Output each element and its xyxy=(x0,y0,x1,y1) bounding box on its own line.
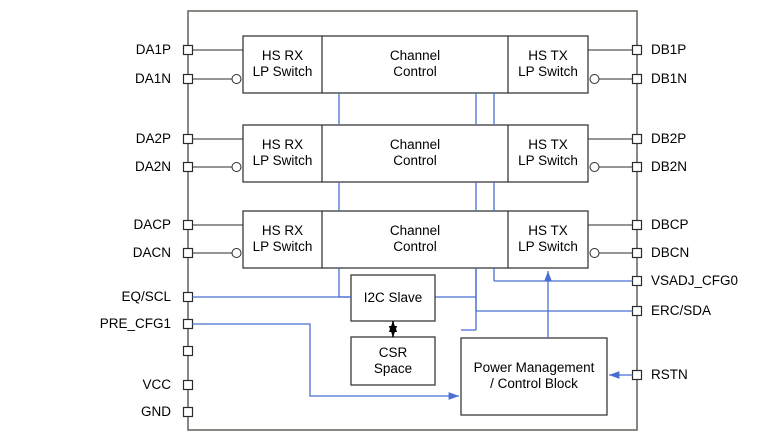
rx-inverting-bubble-2 xyxy=(231,162,242,172)
pin-label-left-DA2P: DA2P xyxy=(135,131,171,146)
pin-label-right-RSTN: RSTN xyxy=(651,367,688,382)
pin-left-DA1P[interactable] xyxy=(182,44,194,56)
channel-clock-ctrl-label-line-2: Control xyxy=(393,239,437,255)
i2c-slave-label: I2C Slave xyxy=(303,290,483,306)
channel-2-block xyxy=(242,124,589,183)
pin-label-left-VCC: VCC xyxy=(142,377,171,392)
channel-clock-rx-label-line-2: LP Switch xyxy=(252,239,313,255)
csr-space-block xyxy=(350,336,436,386)
channel-2-rx-label-line-1: HS RX xyxy=(261,137,304,152)
channel-clock-block xyxy=(242,210,589,269)
i2c-slave-label-line-1: I2C Slave xyxy=(363,289,423,305)
pin-label-right-DB1P: DB1P xyxy=(651,42,687,57)
pin-left-DACP[interactable] xyxy=(182,219,194,231)
power-management-label-line-1: Power Management xyxy=(473,360,595,375)
pin-left-GND[interactable] xyxy=(182,406,194,418)
pin-label-left-DA1N: DA1N xyxy=(134,71,171,86)
channel-clock-tx-label-line-1: HS TX xyxy=(528,223,568,238)
pin-label-right-DBCP: DBCP xyxy=(651,217,689,232)
channel-2-rx-label-line-2: LP Switch xyxy=(252,153,313,169)
channel-clock-tx-label-line-2: LP Switch xyxy=(518,239,578,255)
channel-clock-rx-label-line-1: HS RX xyxy=(261,223,304,238)
pin-label-left-DA1P: DA1P xyxy=(135,42,171,57)
pin-label-right-DB1N: DB1N xyxy=(651,71,688,86)
channel-1-tx-label-line-1: HS TX xyxy=(528,48,568,63)
pin-label-left-PRE_CFG1: PRE_CFG1 xyxy=(99,316,171,331)
csr-space-label-line-1: CSR xyxy=(378,344,408,360)
pin-label-right-DBCN: DBCN xyxy=(651,245,690,260)
channel-1-block xyxy=(242,35,589,94)
pin-label-right-ERC/SDA: ERC/SDA xyxy=(651,303,712,318)
pin-right-ERC/SDA[interactable] xyxy=(631,305,643,317)
channel-2-ctrl-label-line-2: Control xyxy=(393,153,437,169)
pin-label-right-VSADJ_CFG0: VSADJ_CFG0 xyxy=(651,273,739,288)
channel-2-tx-label-line-1: HS TX xyxy=(528,137,568,152)
csr-space-label-line-2: Space xyxy=(373,360,413,376)
channel-2-tx-label-line-2: LP Switch xyxy=(518,153,578,169)
pin-left-nc-8[interactable] xyxy=(182,345,194,357)
channel-1-tx-label-line-2: LP Switch xyxy=(518,64,578,80)
channel-1-rx-label-line-1: HS RX xyxy=(261,48,304,63)
channel-1-rx-label-line-2: LP Switch xyxy=(252,64,313,80)
rx-inverting-bubble-3 xyxy=(231,248,242,258)
pin-left-DACN[interactable] xyxy=(182,247,194,259)
channel-2-ctrl-label-line-1: Channel xyxy=(389,137,441,152)
rx-inverting-bubble-1 xyxy=(231,74,242,84)
power-management-label: Power Management/ Control Block xyxy=(444,360,624,393)
power-management-block xyxy=(460,337,608,416)
pin-label-left-DACP: DACP xyxy=(133,217,171,232)
pin-left-VCC[interactable] xyxy=(182,379,194,391)
pre-cfg1-to-power xyxy=(192,323,459,400)
channel-1-ctrl-label-line-1: Channel xyxy=(389,48,441,63)
pin-label-left-DACN: DACN xyxy=(132,245,171,260)
i2c-slave-block xyxy=(350,274,436,322)
channel-1-ctrl-label-line-2: Control xyxy=(393,64,437,80)
pin-left-DA1N[interactable] xyxy=(182,73,194,85)
pin-left-PRE_CFG1[interactable] xyxy=(182,318,194,330)
pin-left-DA2N[interactable] xyxy=(182,161,194,173)
pin-label-left-EQ/SCL: EQ/SCL xyxy=(121,289,171,304)
pin-label-right-DB2P: DB2P xyxy=(651,131,687,146)
pin-label-left-GND: GND xyxy=(141,404,171,419)
pin-left-EQ/SCL[interactable] xyxy=(182,291,194,303)
pin-right-RSTN[interactable] xyxy=(631,369,643,381)
pin-label-right-DB2N: DB2N xyxy=(651,159,688,174)
pin-right-VSADJ_CFG0[interactable] xyxy=(631,275,643,287)
pin-left-DA2P[interactable] xyxy=(182,133,194,145)
power-management-label-line-2: / Control Block xyxy=(490,376,578,392)
channel-clock-ctrl-label-line-1: Channel xyxy=(389,223,441,238)
pin-label-left-DA2N: DA2N xyxy=(134,159,171,174)
